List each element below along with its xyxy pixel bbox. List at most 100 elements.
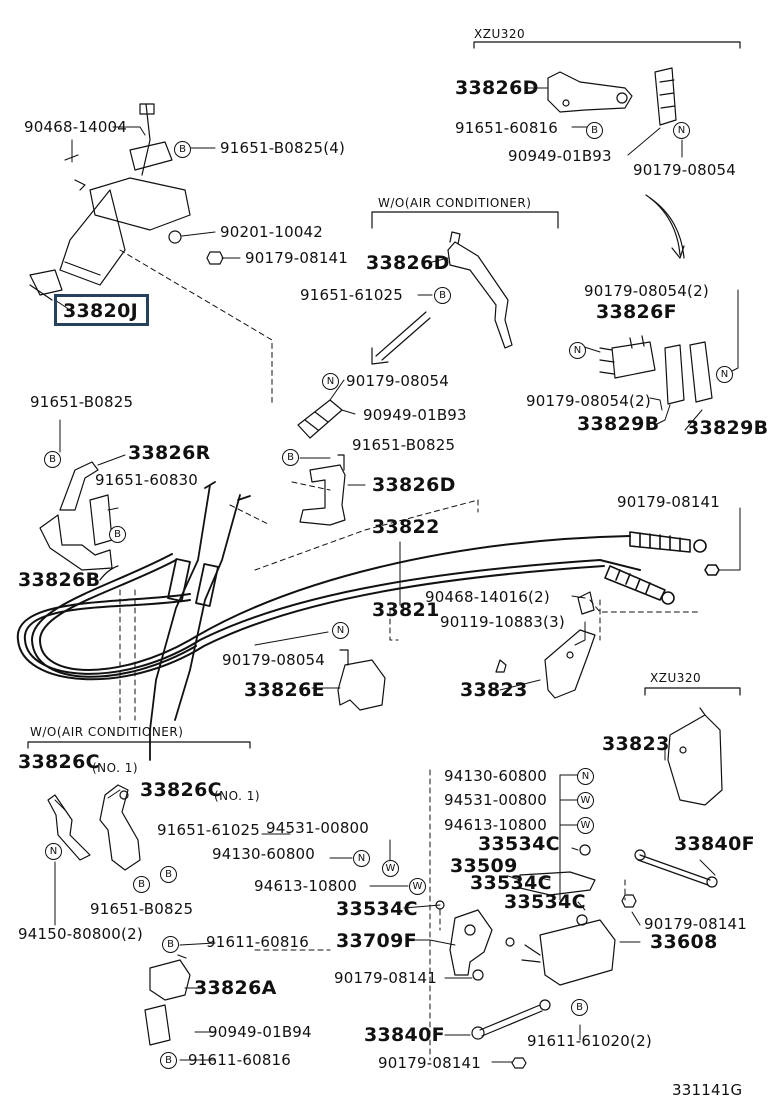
part-label: 33826D [372,474,456,496]
part-label: 91611-60816 [188,1051,292,1069]
part-label: 91651-B0825 [90,900,194,918]
badge-n: N [332,622,349,639]
badge-n: N [673,122,690,139]
section-bracket-wo-ac-left [27,741,251,749]
cable-ends-right [604,531,720,605]
shift-lever-assembly [29,103,224,301]
part-label: 33840F [364,1024,445,1046]
part-label: 33826R [128,442,211,464]
part-label: 94531-00800 [266,819,370,837]
part-label: 90949-01B93 [363,406,467,424]
bracket-33826a [144,954,191,1046]
part-label: 91611-60816 [206,933,310,951]
part-label: 90468-14004 [24,118,128,136]
part-label: 90179-08054(2) [584,282,709,300]
part-label: 33829B [577,413,660,435]
cable-33822 [31,535,631,678]
badge-b: B [571,999,588,1016]
part-label-note: (NO. 1) [214,789,261,803]
part-label: 90949-01B93 [508,147,612,165]
part-label: 33534C [504,891,586,913]
clamp-33826f [599,335,713,405]
part-label: 94130-60800 [212,845,316,863]
part-label: 94531-00800 [444,791,548,809]
bracket-33826c-a [47,794,91,861]
cable-ends-left [149,481,251,761]
part-label: 33826D [366,252,450,274]
section-label-xzu320: XZU320 [474,27,526,41]
badge-w: W [382,860,399,877]
part-label: 94613-10800 [444,816,548,834]
part-label: 33840F [674,833,755,855]
badge-b: B [174,141,191,158]
part-label: 94150-80800(2) [18,925,143,943]
part-label: 91611-61020(2) [527,1032,652,1050]
badge-w: W [577,792,594,809]
part-label: 90179-08141 [334,969,438,987]
badge-b: B [160,866,177,883]
part-label: 33534C [478,833,560,855]
part-label: 33823 [460,679,528,701]
bracket-33823-center [495,591,596,699]
badge-b: B [282,449,299,466]
part-label: 90119-10883(3) [440,613,565,631]
part-label: 91651-B0825 [352,436,456,454]
badge-n: N [577,768,594,785]
bracket-33826d-mid [447,231,513,349]
badge-b: B [586,122,603,139]
section-label-wo-ac: W/O(AIR CONDITIONER) [378,196,532,210]
part-label: 90179-08141 [617,493,721,511]
badge-b: B [162,936,179,953]
lever-33709f [449,909,493,976]
part-label: 33826C [140,779,222,801]
part-label: 90179-08054 [346,372,450,390]
figure-number: 331141G [672,1081,743,1099]
part-label: 33608 [650,931,718,953]
part-label: 33829B [686,417,768,439]
badge-n: N [322,373,339,390]
part-label: 91651-B0825(4) [220,139,346,157]
bracket-33608 [521,914,616,986]
badge-b: B [44,451,61,468]
part-label: 91651-60816 [455,119,559,137]
rod-33840f-upper [621,849,718,908]
part-label: 33534C [470,872,552,894]
part-label: 90201-10042 [220,223,324,241]
part-label: 90468-14016(2) [425,588,550,606]
part-label: 33822 [372,516,440,538]
bracket-33826e [337,649,386,711]
part-label: 90179-08141 [378,1054,482,1072]
part-label: 90179-08141 [245,249,349,267]
part-label: 33826C [18,751,100,773]
badge-n: N [45,843,62,860]
bracket-33826c-b [99,784,141,871]
section-label-xzu320: XZU320 [650,671,702,685]
part-label: 91651-60830 [95,471,199,489]
highlight-box-33820j [54,294,149,326]
part-label: 33826F [596,301,677,323]
section-bracket-xzu320-top [473,41,741,49]
bracket-33826b [39,514,113,571]
part-label-highlighted: 33820J [63,300,138,322]
part-label: 90949-01B94 [208,1023,312,1041]
badge-n: N [353,850,370,867]
part-label: 33534C [336,898,418,920]
bracket-33823-xzu320 [667,707,723,806]
section-label-wo-ac: W/O(AIR CONDITIONER) [30,725,184,739]
part-label: 33509 [450,855,518,877]
part-label: 90179-08141 [644,915,748,933]
badge-n: N [569,342,586,359]
badge-b: B [109,526,126,543]
badge-b: B [133,876,150,893]
part-label: 33826B [18,569,101,591]
part-label-note: (NO. 1) [92,761,139,775]
arrow-down-left [381,317,431,361]
part-label: 90179-08054 [222,651,326,669]
part-label: 33826D [455,77,539,99]
part-label: 33821 [372,599,440,621]
part-label: 91651-B0825 [30,393,134,411]
bracket-33826d-low [299,454,346,526]
part-label: 91651-61025 [300,286,404,304]
part-label: 90179-08054 [633,161,737,179]
